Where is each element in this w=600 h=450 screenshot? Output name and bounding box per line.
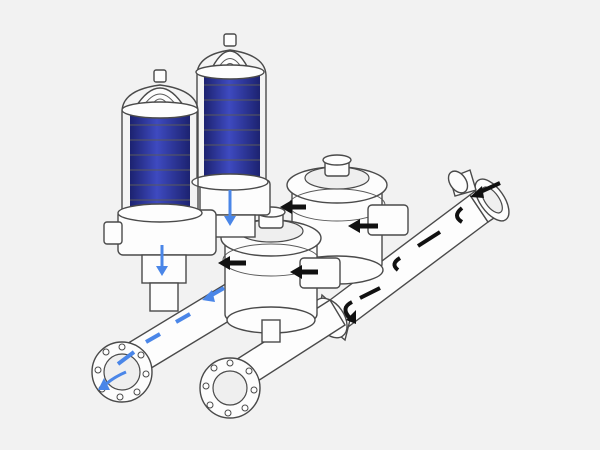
filter-unit-front — [103, 69, 217, 312]
flow-arrow-icon — [348, 219, 360, 233]
flow-arrow-icon — [290, 265, 302, 279]
backflush-valve-front — [220, 206, 341, 343]
flow-arrow-icon — [156, 266, 168, 276]
filter-unit-rear — [191, 33, 271, 238]
disc-element-icon — [130, 110, 190, 212]
flow-arrow-icon — [280, 200, 292, 214]
raw-water-flow — [218, 181, 501, 324]
disc-element-icon — [204, 70, 260, 180]
flow-arrow-icon — [98, 378, 110, 390]
flow-arrow-icon — [218, 256, 230, 270]
filtered-water-flow — [98, 190, 236, 390]
flow-arrow-icon — [470, 186, 484, 198]
flow-arrow-icon — [224, 216, 236, 226]
